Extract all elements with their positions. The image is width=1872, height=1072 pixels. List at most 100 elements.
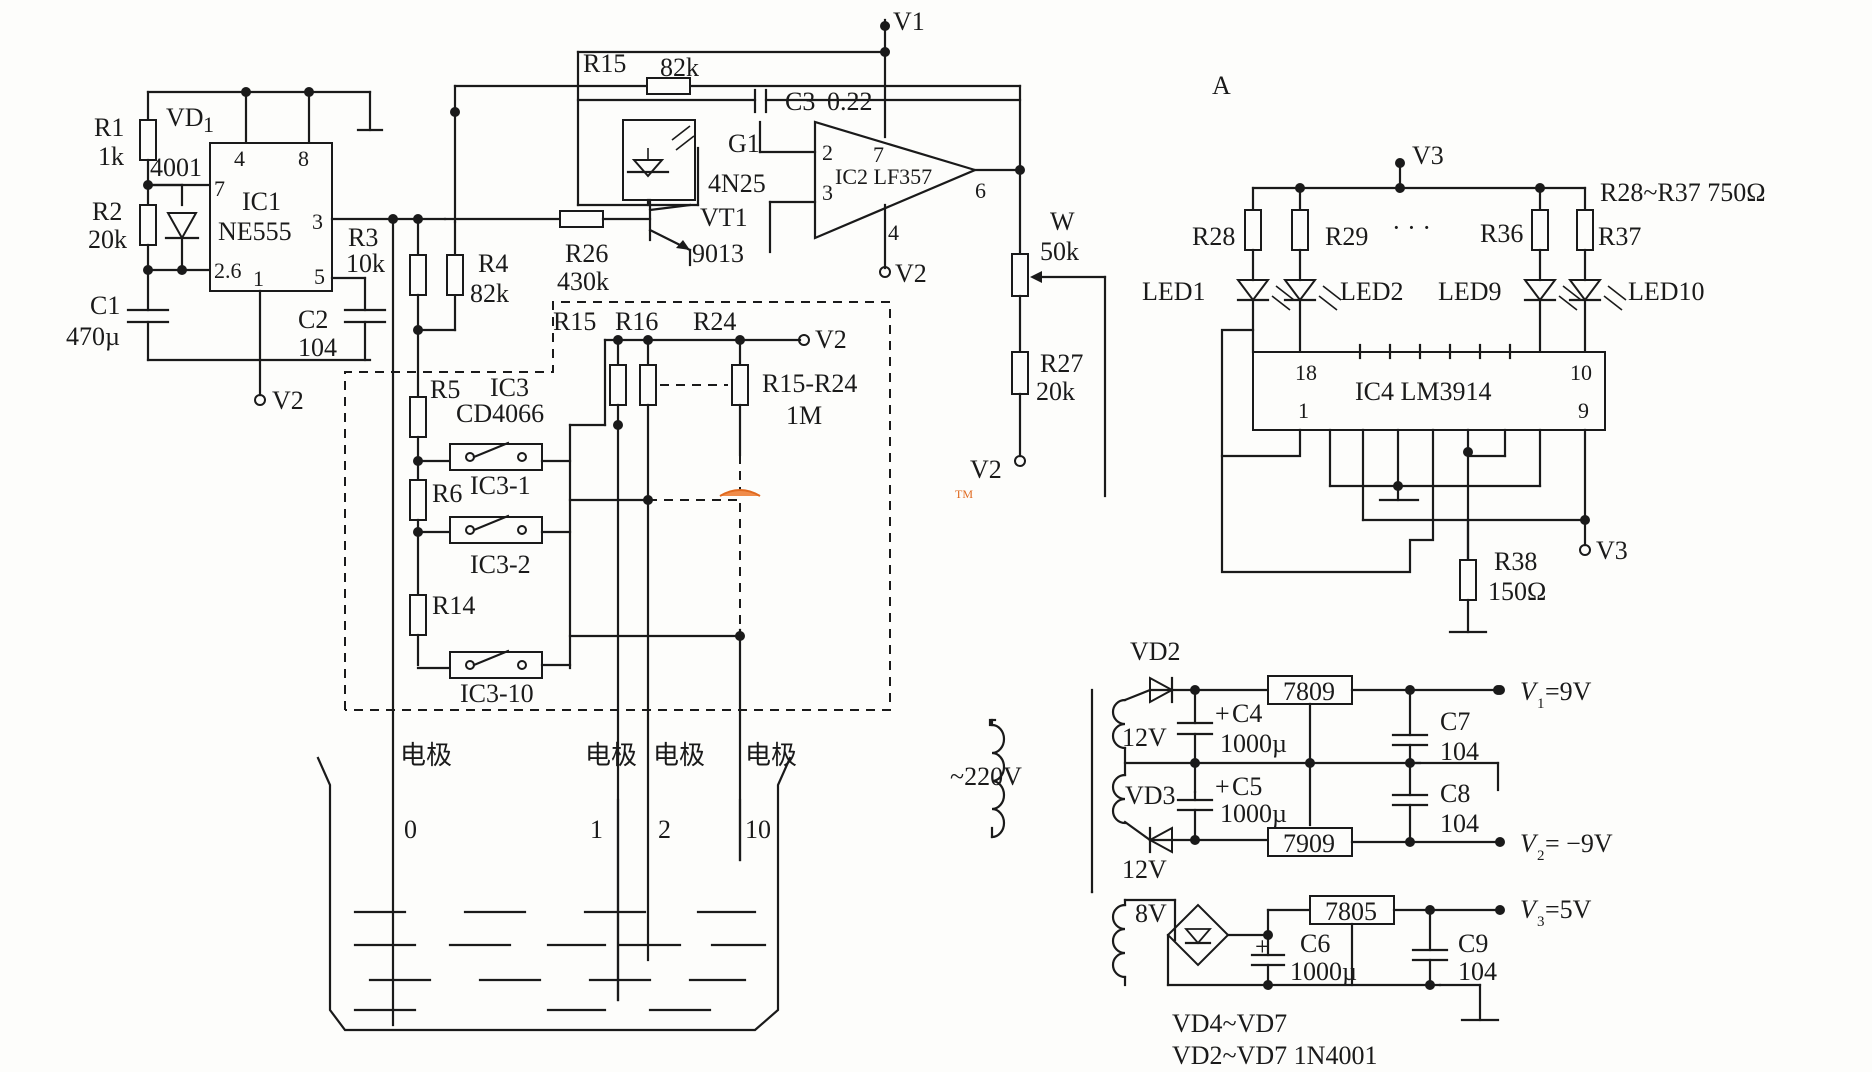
c3-label: C3 — [785, 87, 815, 116]
v3-out-label: V — [1520, 895, 1539, 924]
c1-label: C1 — [90, 291, 120, 320]
ic1-pin8: 8 — [298, 146, 309, 171]
w-value: 50k — [1040, 237, 1079, 266]
c7-value: 104 — [1440, 737, 1479, 766]
c4-value: 1000µ — [1220, 729, 1287, 758]
v1-rail: V1 — [576, 7, 925, 207]
v3-bottom-label: V3 — [1596, 536, 1628, 565]
c2-value: 104 — [298, 333, 337, 362]
c9-label: C9 — [1458, 929, 1488, 958]
c9-value: 104 — [1458, 957, 1497, 986]
r27-value: 20k — [1036, 377, 1075, 406]
r36-label: R36 — [1480, 219, 1523, 248]
led2-label: LED2 — [1340, 277, 1404, 306]
lm3914-display: A V3 — [1142, 71, 1766, 634]
r6-label: R6 — [432, 479, 462, 508]
ic2-pin4: 4 — [888, 220, 899, 245]
r16-label: R16 — [615, 307, 658, 336]
c4-label: C4 — [1232, 699, 1262, 728]
opto-label: 4N25 — [708, 169, 766, 198]
v3-out-value: =5V — [1545, 895, 1592, 924]
feedback-network: R15 82k C3 0.22 — [450, 49, 1022, 224]
ic3-10-label: IC3-10 — [460, 679, 534, 708]
r15-top-label: R15 — [583, 49, 626, 78]
v2-out-label: V — [1520, 829, 1539, 858]
section-a-label: A — [1212, 71, 1231, 100]
vd4-vd7-label: VD4~VD7 — [1172, 1009, 1287, 1038]
ic2-label: IC2 LF357 — [835, 164, 932, 189]
vd2-vd7-label: VD2~VD7 1N4001 — [1172, 1041, 1377, 1070]
ic1-pin3: 3 — [312, 209, 323, 234]
r26-label: R26 — [565, 239, 608, 268]
opamp-ic2: 2 3 7 IC2 LF357 6 4 V2 — [758, 84, 1025, 288]
led1-label: LED1 — [1142, 277, 1206, 306]
electrode-10-label: 电极 — [745, 741, 797, 771]
r37-label: R37 — [1598, 222, 1641, 251]
v1-out-value: =9V — [1545, 677, 1592, 706]
c8-label: C8 — [1440, 779, 1470, 808]
c8-value: 104 — [1440, 809, 1479, 838]
w-label: W — [1050, 207, 1075, 236]
c3-value: 0.22 — [827, 87, 873, 116]
ic4-pin1: 1 — [1298, 398, 1309, 423]
v3-out-sub: 3 — [1537, 914, 1545, 930]
c5-plus: + — [1215, 772, 1230, 801]
ic1-pin1: 1 — [253, 266, 264, 291]
r4-label: R4 — [478, 249, 508, 278]
r14-label: R14 — [432, 591, 475, 620]
switch-ic3-2: IC3-2 — [416, 514, 572, 579]
c1-value: 470µ — [66, 322, 120, 351]
ic1-pin4: 4 — [234, 146, 245, 171]
resistor-ladder: R4 82k R5 R6 R14 — [388, 214, 509, 1027]
ic2-pin7: 7 — [873, 142, 884, 167]
electrode-resistors: R15 R16 R24 V2 R15-R24 1M TM — [553, 307, 973, 1002]
electrode-10-number: 10 — [745, 815, 771, 844]
v2-out-sub: 2 — [1537, 848, 1545, 864]
reg-7805-label: 7805 — [1325, 897, 1377, 926]
electrode-2-label: 电极 — [653, 741, 705, 771]
r27-v2-label: V2 — [970, 455, 1002, 484]
r15-mid-label: R15 — [553, 307, 596, 336]
d4001-label: 4001 — [150, 153, 202, 182]
c6-label: C6 — [1300, 929, 1330, 958]
r2-value: 20k — [88, 225, 127, 254]
r15r24-label: R15-R24 — [762, 369, 857, 398]
power-supply: ~220V + C4 1000µ 12V VD2 7809 — [950, 637, 1613, 1070]
ic3-2-label: IC3-2 — [470, 550, 531, 579]
tm-mark: TM — [955, 487, 973, 501]
electrode-2-number: 2 — [658, 815, 671, 844]
r28-r37-value: R28~R37 750Ω — [1600, 178, 1766, 207]
ic2-pin3: 3 — [822, 180, 833, 205]
ic2-pin2: 2 — [822, 140, 833, 165]
ic3-label: IC3 — [490, 373, 529, 402]
dots-label: · · · — [1392, 213, 1431, 242]
ic3-type: CD4066 — [456, 399, 544, 428]
ic4-pin18: 18 — [1295, 360, 1317, 385]
switch-ic3-1: IC3-1 — [416, 423, 572, 670]
vd1-label: VD — [166, 103, 204, 132]
r38-label: R38 — [1494, 547, 1537, 576]
r27-label: R27 — [1040, 349, 1083, 378]
ic1-type: NE555 — [218, 217, 292, 246]
reg-7909-label: 7909 — [1283, 829, 1335, 858]
vt1-label: VT1 — [700, 203, 748, 232]
v1-out-sub: 1 — [1537, 696, 1545, 712]
r24-label: R24 — [693, 307, 736, 336]
electrode-0-number: 0 — [404, 815, 417, 844]
c5-value: 1000µ — [1220, 799, 1287, 828]
c6-value: 1000µ — [1290, 957, 1357, 986]
switch-ic3-10: IC3-10 — [416, 649, 572, 708]
ic1-pin26: 2.6 — [214, 258, 242, 283]
r3-label: R3 — [348, 223, 378, 252]
r4-value: 82k — [470, 279, 509, 308]
electrode-1-number: 1 — [590, 815, 603, 844]
ic4-label: IC4 LM3914 — [1355, 377, 1492, 406]
ic2-v2-label: V2 — [895, 259, 927, 288]
optocoupler-4n25: 4N25 G1 — [576, 119, 766, 207]
r28-label: R28 — [1192, 222, 1235, 251]
c2-label: C2 — [298, 305, 328, 334]
vd1-sub: 1 — [203, 112, 214, 137]
r2-label: R2 — [92, 197, 122, 226]
